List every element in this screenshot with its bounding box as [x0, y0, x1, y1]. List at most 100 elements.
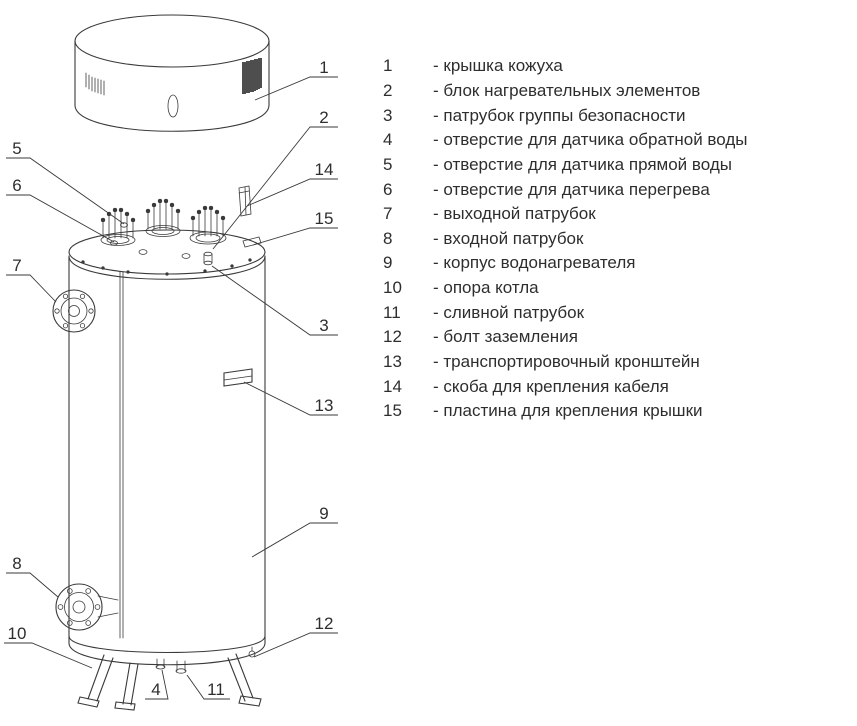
legend-item-label: - пластина для крепления крышки	[433, 401, 703, 421]
vent-slots-right-icon	[242, 58, 262, 94]
callout-8: 8	[6, 554, 59, 598]
grounding-bolt	[248, 646, 256, 658]
callout-7: 7	[6, 256, 57, 303]
svg-text:8: 8	[12, 554, 21, 573]
legend-item-number: 5	[383, 154, 393, 174]
svg-text:7: 7	[12, 256, 21, 275]
legend-item-number: 8	[383, 228, 393, 248]
legend-item-label: - отверстие для датчика обратной воды	[433, 130, 748, 150]
legend-item: 12 - болт заземления	[383, 325, 853, 350]
callout-4: 4	[145, 669, 169, 700]
legend-item-number: 1	[383, 56, 393, 76]
legend-item-label: - отверстие для датчика прямой воды	[433, 154, 732, 174]
legend-item-number: 7	[383, 204, 393, 224]
legend-item-label: - корпус водонагревателя	[433, 253, 636, 273]
legend-item: 8 - входной патрубок	[383, 226, 853, 251]
legend-item: 6 - отверстие для датчика перегрева	[383, 177, 853, 202]
transport-bracket	[223, 368, 253, 387]
legend-item-number: 9	[383, 253, 393, 273]
callout-12: 12	[253, 614, 338, 658]
svg-text:15: 15	[315, 209, 334, 228]
tank-top-plate	[68, 229, 266, 280]
callout-2: 2	[212, 108, 338, 250]
legend-item-label: - сливной патрубок	[433, 302, 585, 322]
legend-item: 1 - крышка кожуха	[383, 54, 853, 79]
svg-text:2: 2	[319, 108, 328, 127]
callout-6: 6	[6, 176, 115, 243]
callout-3: 3	[211, 265, 338, 336]
vent-slots-left-icon	[85, 72, 105, 96]
legend-item: 14 - скоба для крепления кабеля	[383, 374, 853, 399]
support-leg-left	[77, 654, 114, 708]
legend-item: 15 - пластина для крепления крышки	[383, 399, 853, 424]
lid-handle-hole	[167, 94, 179, 118]
callout-14: 14	[246, 160, 338, 207]
legend-item: 13 - транспортировочный кронштейн	[383, 350, 853, 375]
legend-item-number: 3	[383, 105, 393, 125]
support-leg-middle	[114, 662, 139, 711]
callout-11: 11	[186, 674, 230, 700]
safety-group-pipe	[203, 251, 213, 266]
callout-1: 1	[254, 58, 338, 101]
svg-text:1: 1	[319, 58, 328, 77]
legend-item-label: - транспортировочный кронштейн	[433, 352, 700, 371]
overheat-sensor-hole	[110, 240, 118, 246]
outlet-flange	[52, 289, 96, 333]
heater-block-left	[100, 207, 136, 246]
svg-text:9: 9	[319, 504, 328, 523]
svg-text:12: 12	[315, 614, 334, 633]
cable-clamp-bracket	[238, 185, 252, 217]
legend-item: 5 - отверстие для датчика прямой воды	[383, 153, 853, 178]
svg-text:4: 4	[151, 680, 160, 699]
legend-item: 10 - опора котла	[383, 276, 853, 301]
svg-text:3: 3	[319, 316, 328, 335]
inlet-flange	[55, 583, 119, 631]
legend-item-number: 14	[383, 376, 402, 396]
svg-text:11: 11	[207, 680, 225, 699]
return-sensor-fitting	[155, 658, 166, 670]
legend-item-number: 15	[383, 401, 402, 421]
legend-item-label: - блок нагревательных элементов	[433, 80, 701, 100]
svg-text:5: 5	[12, 139, 21, 158]
callout-10: 10	[4, 624, 93, 669]
legend-item-label: - крышка кожуха	[433, 56, 563, 76]
drain-pipe	[175, 660, 187, 674]
svg-text:13: 13	[315, 396, 334, 415]
svg-text:6: 6	[12, 176, 21, 195]
legend-item: 4 - отверстие для датчика обратной воды	[383, 128, 853, 153]
legend-item-label: - отверстие для датчика перегрева	[433, 179, 710, 199]
svg-text:14: 14	[315, 160, 334, 179]
svg-text:10: 10	[8, 624, 27, 643]
plate-plug-1	[138, 249, 148, 255]
callout-13: 13	[243, 381, 338, 416]
heater-block-right	[189, 205, 227, 245]
water-heater-diagram: 1 2 14 15 3 13 9 12	[4, 14, 338, 711]
legend-item-label: - патрубок группы безопасности	[433, 105, 686, 125]
legend-item: 2 - блок нагревательных элементов	[383, 79, 853, 104]
plate-plug-2	[181, 253, 191, 259]
legend-item-number: 12	[383, 327, 402, 347]
legend-item-label: - болт заземления	[433, 327, 578, 347]
legend-item: 9 - корпус водонагревателя	[383, 251, 853, 276]
legend-item-label: - входной патрубок	[433, 228, 584, 248]
legend-item-label: - выходной патрубок	[433, 204, 596, 224]
callout-5: 5	[6, 139, 125, 225]
legend-item-label: - скоба для крепления кабеля	[433, 376, 669, 396]
legend-item-number: 10	[383, 278, 402, 298]
legend-item-number: 13	[383, 352, 402, 371]
legend-item: 7 - выходной патрубок	[383, 202, 853, 227]
heater-block-middle	[145, 198, 181, 237]
legend-item-number: 4	[383, 130, 393, 150]
legend-item-number: 6	[383, 179, 393, 199]
support-leg-right	[227, 653, 262, 707]
tank-body	[68, 255, 266, 666]
parts-legend: 1 - крышка кожуха 2 - блок нагревательны…	[383, 54, 853, 424]
direct-water-sensor-hole	[120, 222, 128, 228]
cover-lid	[74, 14, 270, 132]
legend-item-number: 11	[383, 302, 401, 322]
legend-item-number: 2	[383, 80, 393, 100]
callout-15: 15	[252, 209, 338, 246]
legend-item: 11 - сливной патрубок	[383, 300, 853, 325]
legend-item-label: - опора котла	[433, 278, 539, 298]
